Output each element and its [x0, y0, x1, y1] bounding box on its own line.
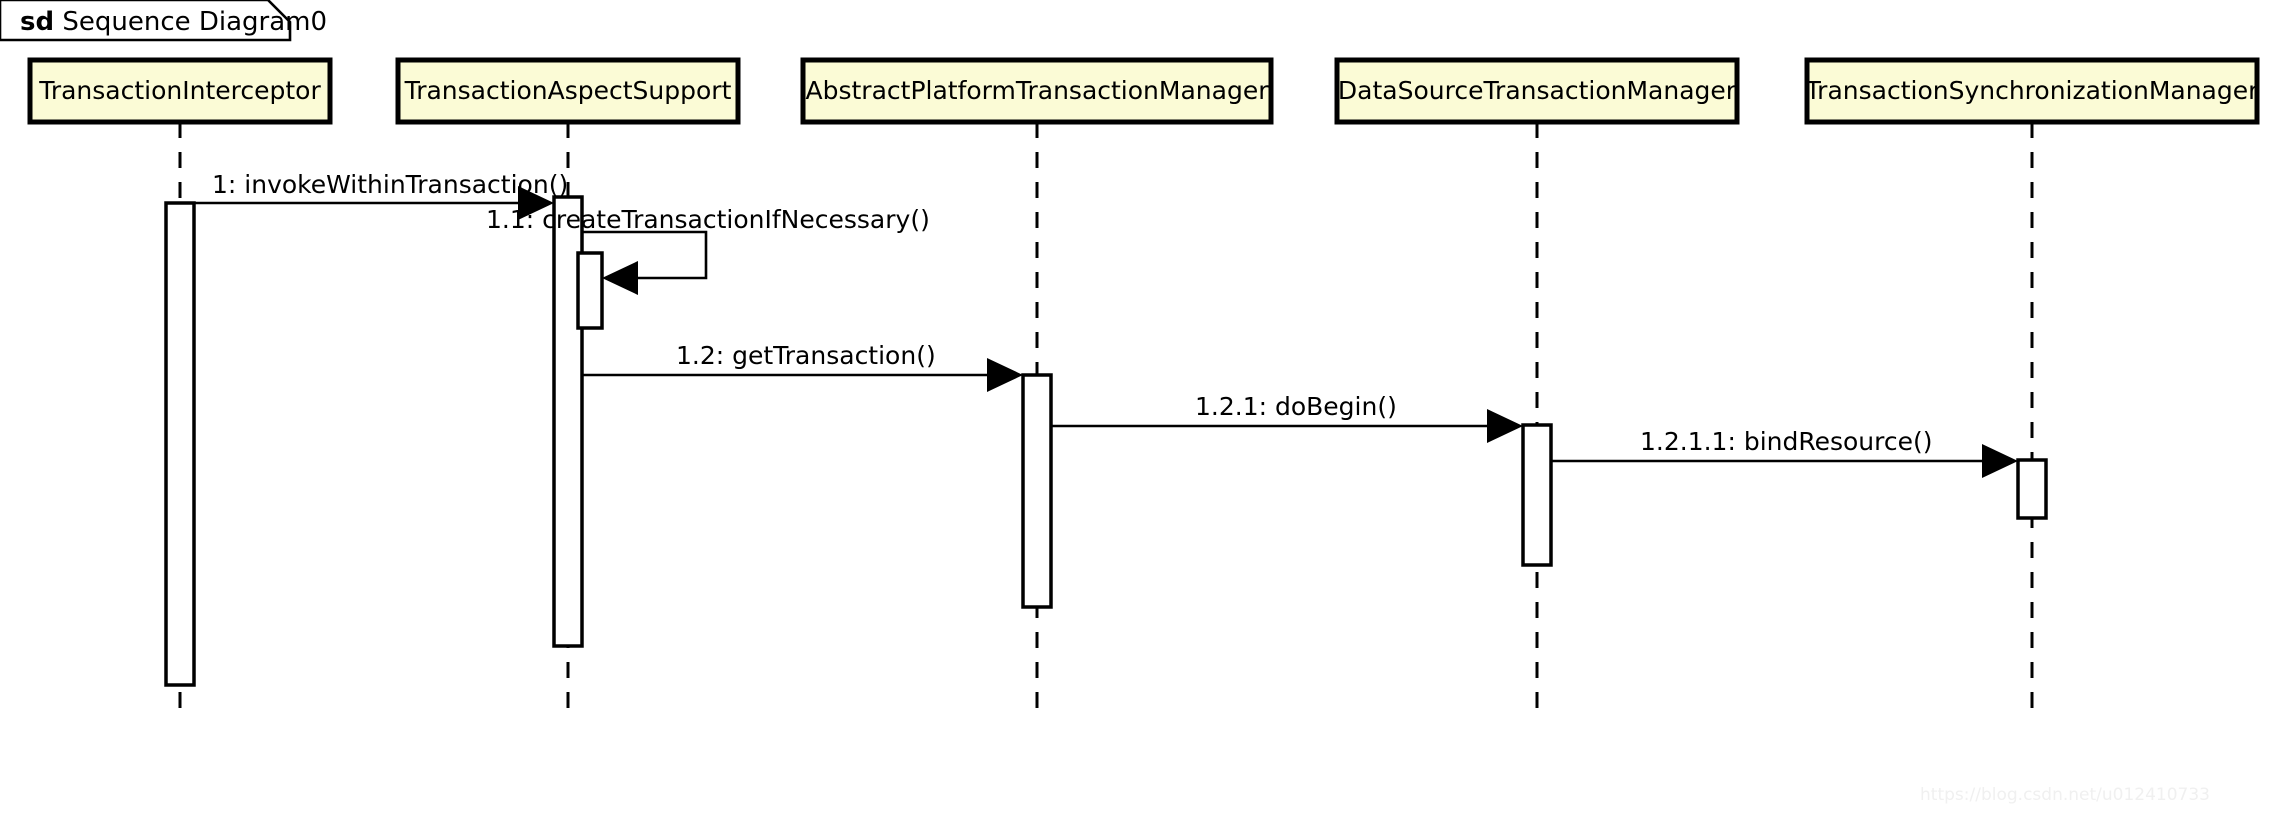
message-1-1-line	[582, 230, 708, 280]
lifeline-headers-group: TransactionInterceptor TransactionAspect…	[27, 57, 2260, 125]
lifeline-label-abstract-platform-transaction-manager: AbstractPlatformTransactionManager	[806, 76, 1270, 105]
message-1-2-1[interactable]: 1.2.1: doBegin()	[1051, 392, 1523, 443]
message-1-arrowhead-icon	[518, 186, 554, 220]
message-1-1[interactable]: 1.1: createTransactionIfNecessary()	[486, 205, 930, 295]
lifeline-label-transaction-synchronization-manager: TransactionSynchronizationManager	[1805, 76, 2260, 105]
lifeline-box-transaction-aspect-support[interactable]	[395, 57, 741, 125]
lifeline-label-transaction-interceptor: TransactionInterceptor	[38, 76, 321, 105]
message-1-2-arrowhead-icon	[987, 358, 1023, 392]
activation-bar-transaction-synchronization-manager[interactable]	[2016, 458, 2048, 520]
lifeline-box-transaction-interceptor[interactable]	[27, 57, 333, 125]
message-1-2-1-1-arrowhead-icon	[1982, 444, 2018, 478]
message-1-2-label: 1.2: getTransaction()	[676, 341, 936, 370]
lifeline-header-datasource-transaction-manager[interactable]: DataSourceTransactionManager	[1334, 57, 1740, 125]
frame-tab-text: sd Sequence Diagram0	[20, 7, 327, 37]
message-1-2-1-label: 1.2.1: doBegin()	[1195, 392, 1397, 421]
activation-bar-transaction-interceptor[interactable]	[164, 201, 196, 687]
message-1-label: 1: invokeWithinTransaction()	[212, 170, 568, 199]
lifeline-header-abstract-platform-transaction-manager[interactable]: AbstractPlatformTransactionManager	[800, 57, 1274, 125]
messages-group: 1: invokeWithinTransaction() 1.1: create…	[180, 170, 2018, 478]
activation-bar-datasource-transaction-manager[interactable]	[1521, 423, 1553, 567]
message-1-1-arrowhead-icon	[602, 261, 638, 295]
lifeline-label-datasource-transaction-manager: DataSourceTransactionManager	[1338, 76, 1737, 105]
lifeline-header-transaction-synchronization-manager[interactable]: TransactionSynchronizationManager	[1804, 57, 2260, 125]
diagram-frame-tab: sd Sequence Diagram0	[0, 0, 327, 42]
message-1-2-1-1[interactable]: 1.2.1.1: bindResource()	[1551, 427, 2018, 478]
lifeline-box-transaction-synchronization-manager[interactable]	[1804, 57, 2260, 125]
lifeline-box-datasource-transaction-manager[interactable]	[1334, 57, 1740, 125]
frame-kind-label: sd	[20, 7, 54, 37]
activation-bar-abstract-platform-transaction-manager[interactable]	[1021, 373, 1053, 609]
message-1[interactable]: 1: invokeWithinTransaction()	[180, 170, 568, 220]
activation-bar-transaction-aspect-support-nested[interactable]	[576, 251, 604, 330]
lifeline-box-abstract-platform-transaction-manager[interactable]	[800, 57, 1274, 125]
frame-tab-outline	[0, 0, 292, 42]
lifeline-stems-group	[178, 122, 2034, 722]
watermark: https://blog.csdn.net/u012410733	[1920, 785, 2210, 805]
lifeline-label-transaction-aspect-support: TransactionAspectSupport	[404, 76, 732, 105]
activation-bar-transaction-aspect-support[interactable]	[552, 195, 584, 648]
lifeline-header-transaction-interceptor[interactable]: TransactionInterceptor	[27, 57, 333, 125]
message-1-2-1-1-label: 1.2.1.1: bindResource()	[1640, 427, 1933, 456]
message-1-2-1-arrowhead-icon	[1487, 409, 1523, 443]
message-1-1-label: 1.1: createTransactionIfNecessary()	[486, 205, 930, 234]
activation-bars-group	[164, 195, 2048, 687]
lifeline-header-transaction-aspect-support[interactable]: TransactionAspectSupport	[395, 57, 741, 125]
frame-name-label: Sequence Diagram0	[62, 7, 327, 37]
message-1-2[interactable]: 1.2: getTransaction()	[582, 341, 1023, 392]
